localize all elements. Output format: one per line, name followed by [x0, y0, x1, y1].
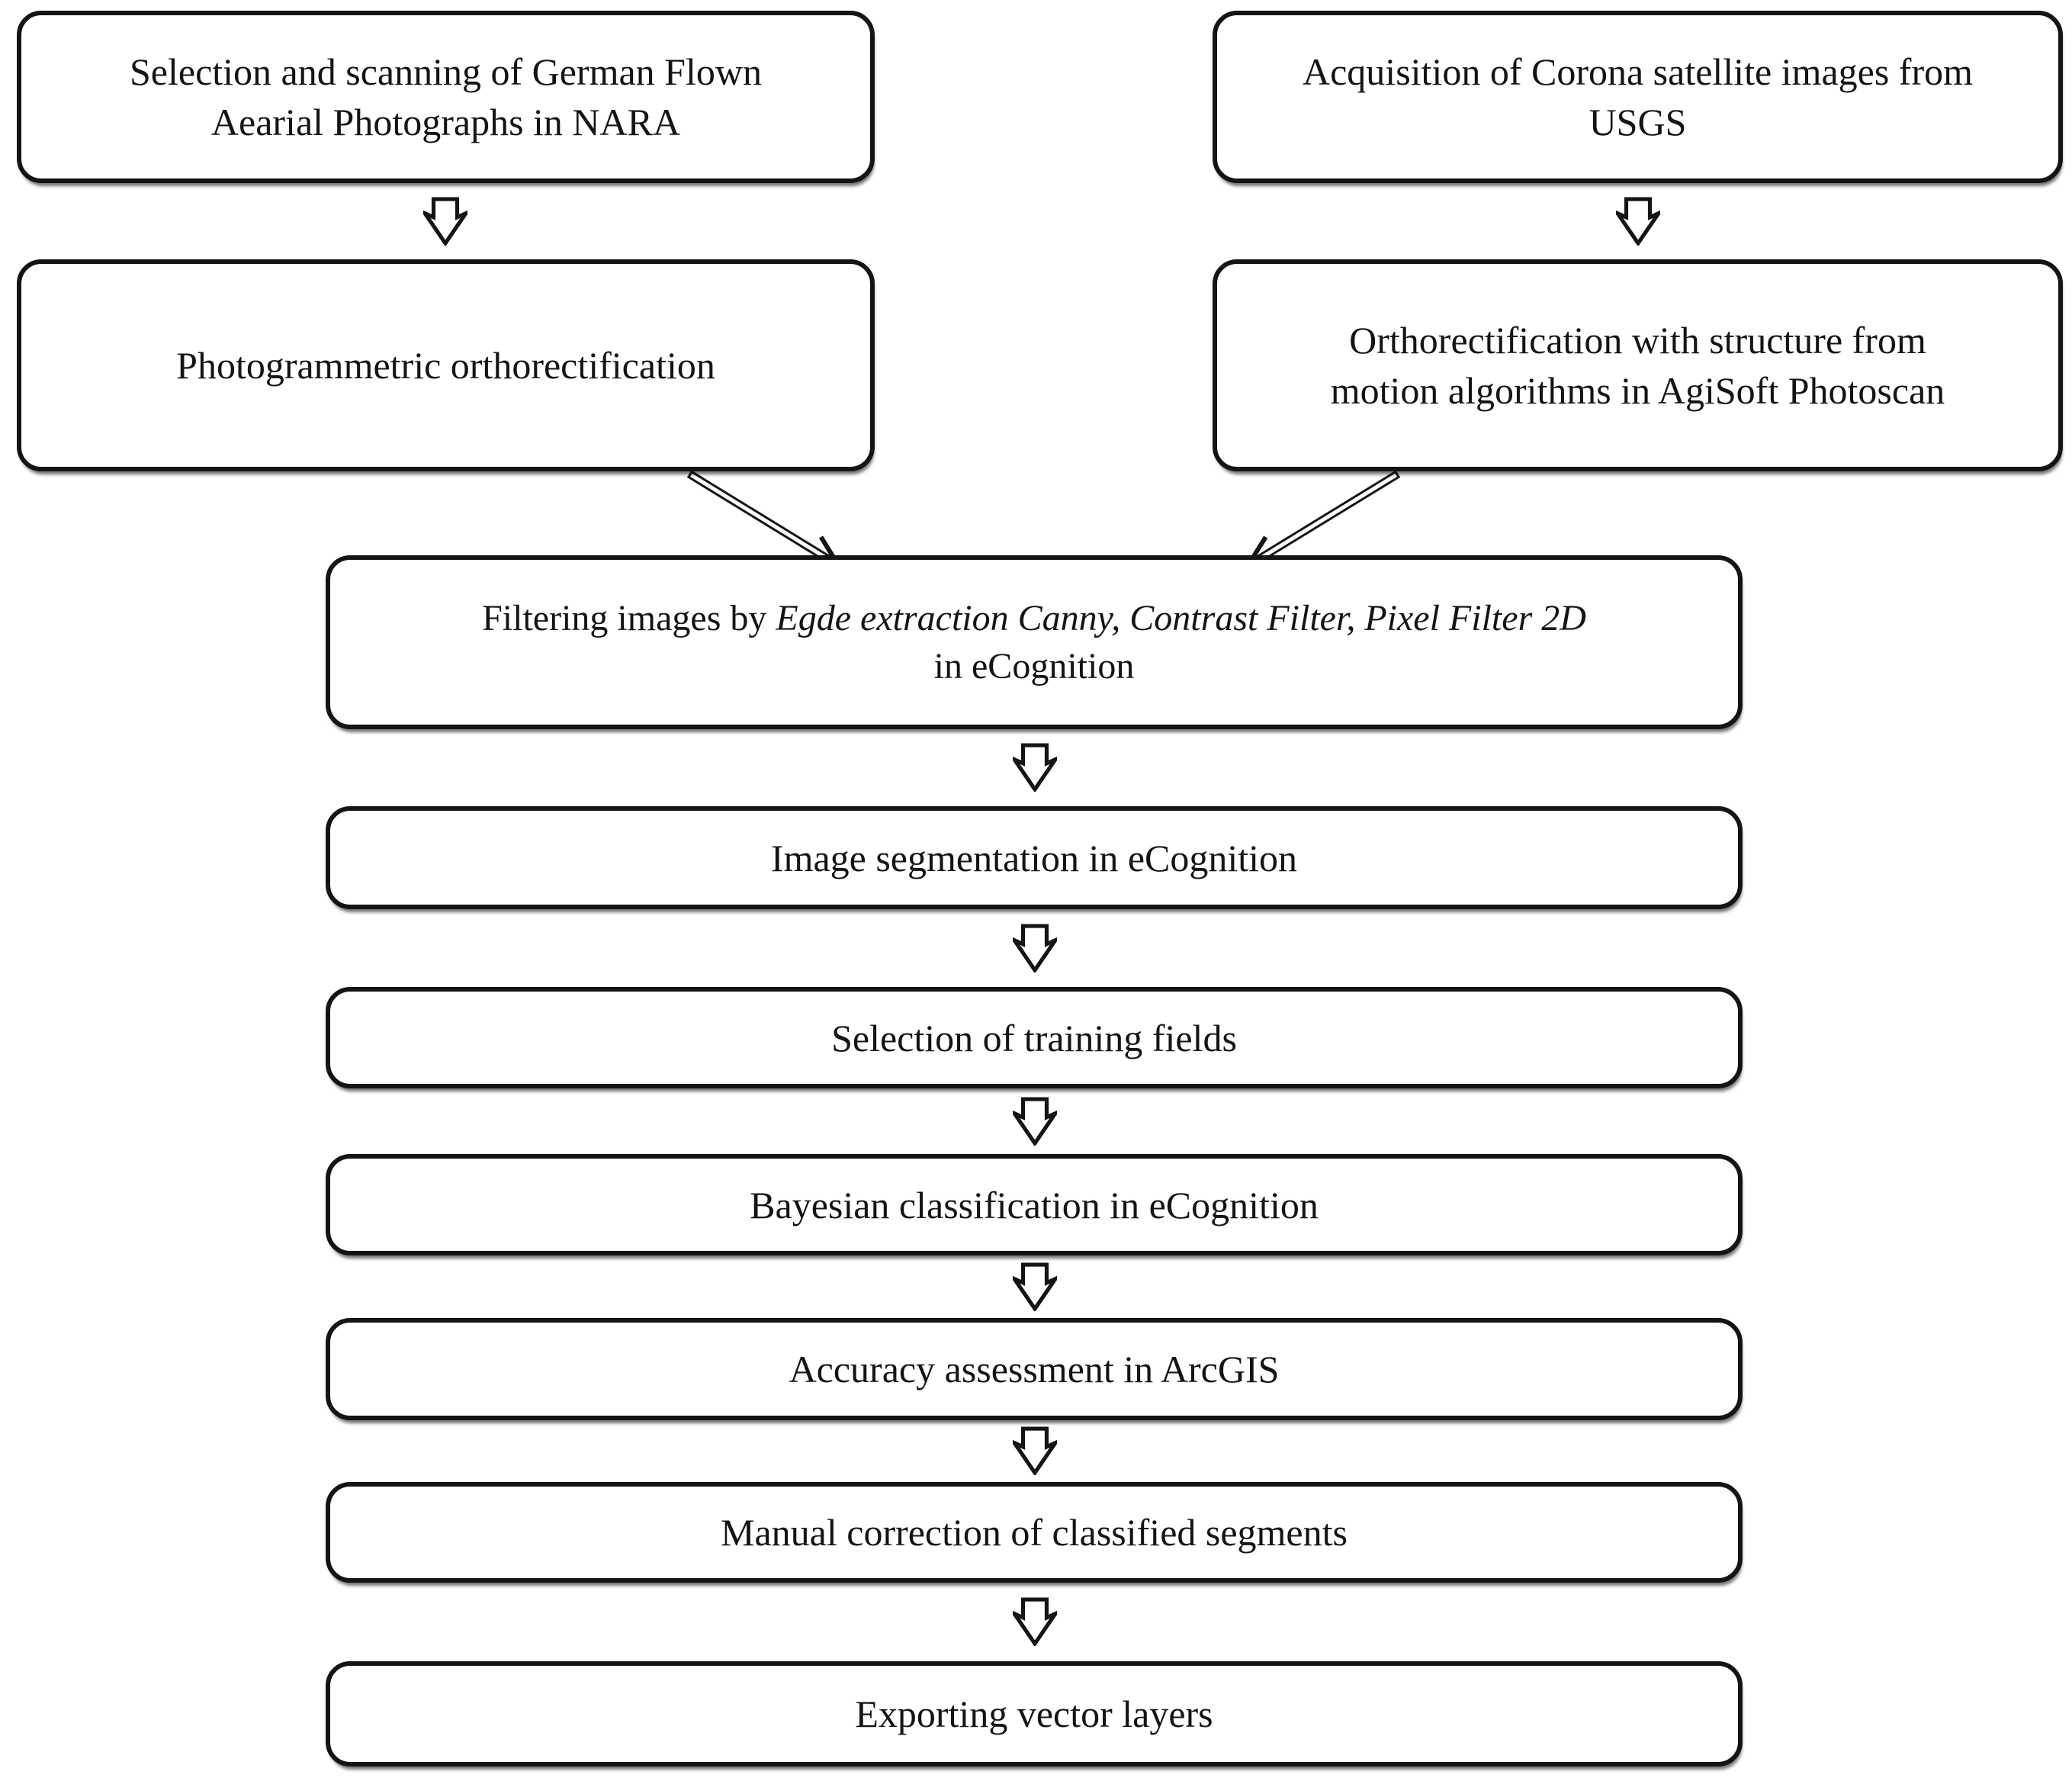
node-training-fields: Selection of training fields [326, 987, 1743, 1088]
node-exporting-vector-layers: Exporting vector layers [326, 1661, 1743, 1767]
node-selection-scanning-nara: Selection and scanning of German Flown A… [17, 11, 875, 183]
node-label-line: motion algorithms in AgiSoft Photoscan [1330, 369, 1945, 412]
node-label-line: Photogrammetric orthorectification [176, 344, 715, 387]
node-filtering-ecognition: Filtering images by Egde extraction Cann… [326, 555, 1743, 729]
down-arrow-icon [1014, 1429, 1055, 1473]
node-label-line: Manual correction of classified segments [721, 1511, 1348, 1554]
diagonal-arrow-right-icon [1243, 470, 1401, 569]
node-label-line: Exporting vector layers [855, 1693, 1213, 1735]
down-arrow-icon [1014, 1265, 1055, 1309]
down-arrow-icon [425, 199, 466, 243]
node-label-line: Accuracy assessment in ArcGIS [789, 1348, 1280, 1390]
node-label-line: Aearial Photographs in NARA [210, 101, 681, 143]
node-label-line: Image segmentation in eCognition [770, 836, 1298, 879]
down-arrow-icon [1014, 926, 1055, 970]
down-arrow-icon [1617, 199, 1659, 243]
node-label-line: Bayesian classification in eCognition [750, 1183, 1319, 1226]
node-label-line: in eCognition [933, 646, 1135, 686]
node-label-italic: Egde extraction Canny, Contrast Filter, … [776, 597, 1586, 638]
node-label-line: Selection of training fields [831, 1016, 1237, 1059]
node-accuracy-assessment: Accuracy assessment in ArcGIS [326, 1318, 1743, 1420]
node-manual-correction: Manual correction of classified segments [326, 1482, 1743, 1583]
diagonal-arrow-left-icon [686, 470, 843, 569]
node-orthorectification-sfm: Orthorectification with structure from m… [1213, 259, 2063, 471]
node-label-line: Acquisition of Corona satellite images f… [1303, 50, 1973, 93]
node-bayesian-classification: Bayesian classification in eCognition [326, 1154, 1743, 1255]
node-image-segmentation: Image segmentation in eCognition [326, 806, 1743, 909]
down-arrow-icon [1014, 1099, 1055, 1143]
node-label-line: Selection and scanning of German Flown [130, 50, 762, 93]
down-arrow-icon [1014, 1599, 1055, 1644]
node-photogrammetric-orthorectification: Photogrammetric orthorectification [17, 259, 875, 471]
down-arrow-icon [1014, 745, 1055, 789]
node-acquisition-corona: Acquisition of Corona satellite images f… [1213, 11, 2063, 183]
node-label-line: Orthorectification with structure from [1349, 319, 1926, 362]
node-label-line: Filtering images by Egde extraction Cann… [482, 594, 1586, 642]
node-label-line: USGS [1589, 101, 1687, 143]
node-label-regular: Filtering images by [482, 597, 776, 638]
